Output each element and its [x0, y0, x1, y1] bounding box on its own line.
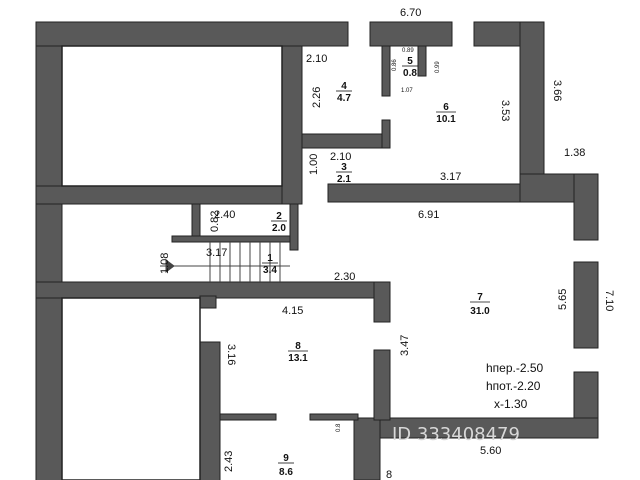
room-area: 2.0 [272, 223, 286, 234]
ceiling-height-note: hпот.-2.20 [486, 379, 541, 393]
dim-label: 2.43 [223, 451, 235, 472]
wall [309, 413, 359, 421]
dim-label: 0.89 [402, 48, 414, 54]
room-number: 2 [276, 211, 282, 222]
wall [353, 417, 381, 480]
room-outlines [61, 45, 283, 480]
room-area: 3.4 [263, 265, 277, 276]
room-2-label: 2 2.0 [271, 211, 287, 234]
room-area: 13.1 [288, 353, 308, 364]
room-area: 0.8 [403, 68, 417, 79]
room-5-label: 5 0.8 [402, 56, 418, 79]
wall [519, 21, 545, 175]
room-4-label: 4 4.7 [336, 81, 352, 104]
dim-label: 0.86 [392, 59, 398, 71]
dim-label: 2.10 [306, 53, 327, 65]
dim-label: 3.16 [225, 344, 237, 365]
dim-label: 2.40 [214, 209, 235, 221]
wall [573, 261, 599, 349]
room-9-label: 9 8.6 [278, 453, 294, 478]
dim-label: 1.08 [159, 253, 171, 274]
room-number: 5 [407, 56, 413, 67]
wall [373, 281, 391, 323]
stairs [160, 242, 290, 282]
dim-label: 0.99 [435, 61, 441, 73]
room-number: 1 [267, 253, 273, 264]
room-area: 10.1 [436, 114, 456, 125]
x-value-note: x-1.30 [494, 397, 528, 411]
wall [199, 295, 217, 309]
wall [35, 21, 349, 47]
room-outline [61, 297, 201, 480]
wall [171, 235, 293, 243]
dimension-labels: 6.70 2.10 2.26 0.89 0.86 0.99 1.07 3.53 … [159, 7, 615, 480]
dim-label: 1.07 [401, 88, 413, 94]
dim-label: 3.47 [399, 335, 411, 356]
wall [199, 341, 221, 480]
room-area: 4.7 [337, 93, 351, 104]
dim-label: 3.53 [499, 100, 511, 121]
wall [573, 173, 599, 241]
wall [35, 185, 301, 205]
wall [327, 183, 521, 203]
dim-label: 1.38 [564, 147, 585, 159]
dim-label: 3.17 [206, 247, 227, 259]
room-area: 2.1 [337, 174, 351, 185]
dim-label: 4.15 [282, 305, 303, 317]
room-area: 8.6 [279, 467, 293, 478]
room-6-label: 6 10.1 [436, 102, 456, 125]
room-number: 7 [477, 292, 483, 303]
room-number: 6 [443, 102, 449, 113]
wall [301, 133, 387, 149]
wall [373, 349, 391, 421]
watermark: ID 333408479 [392, 424, 520, 445]
dim-label: 6.91 [418, 209, 439, 221]
room-number: 8 [295, 341, 301, 352]
room-1-label: 1 3.4 [262, 253, 278, 276]
room-8-label: 8 13.1 [288, 341, 308, 364]
dim-label: 3.66 [551, 80, 563, 101]
wall [381, 119, 391, 149]
wall [417, 45, 427, 77]
wall [191, 203, 201, 241]
dim-label: 2.10 [330, 151, 351, 163]
wall [369, 21, 453, 47]
dim-label: 5.60 [480, 445, 501, 457]
floor-height-note: hпер.-2.50 [486, 361, 544, 375]
dim-label: 0.82 [209, 211, 221, 232]
room-number: 3 [341, 162, 347, 173]
dim-label: 7.10 [603, 290, 615, 311]
room-labels: 1 3.4 2 2.0 3 2.1 4 4.7 5 0.8 6 10.1 [262, 56, 490, 478]
dim-label: 2.26 [311, 87, 323, 108]
dim-label: 0.8 [336, 423, 342, 432]
wall [381, 45, 391, 97]
dim-label: 2.30 [334, 271, 355, 283]
wall [281, 45, 303, 205]
room-3-label: 3 2.1 [336, 162, 352, 185]
dim-label: 8 [386, 469, 392, 480]
dim-label: 6.70 [400, 7, 421, 19]
room-7-label: 7 31.0 [470, 292, 490, 317]
room-outline [61, 45, 283, 187]
wall [219, 413, 277, 421]
dim-label: 3.17 [440, 171, 461, 183]
height-notes: hпер.-2.50 hпот.-2.20 x-1.30 [486, 361, 544, 411]
wall [289, 203, 299, 251]
dim-label: 1.00 [308, 154, 320, 175]
room-area: 31.0 [470, 306, 490, 317]
wall [35, 21, 63, 480]
walls [35, 21, 599, 480]
dim-label: 5.65 [557, 289, 569, 310]
room-number: 4 [341, 81, 347, 92]
room-number: 9 [283, 453, 289, 464]
